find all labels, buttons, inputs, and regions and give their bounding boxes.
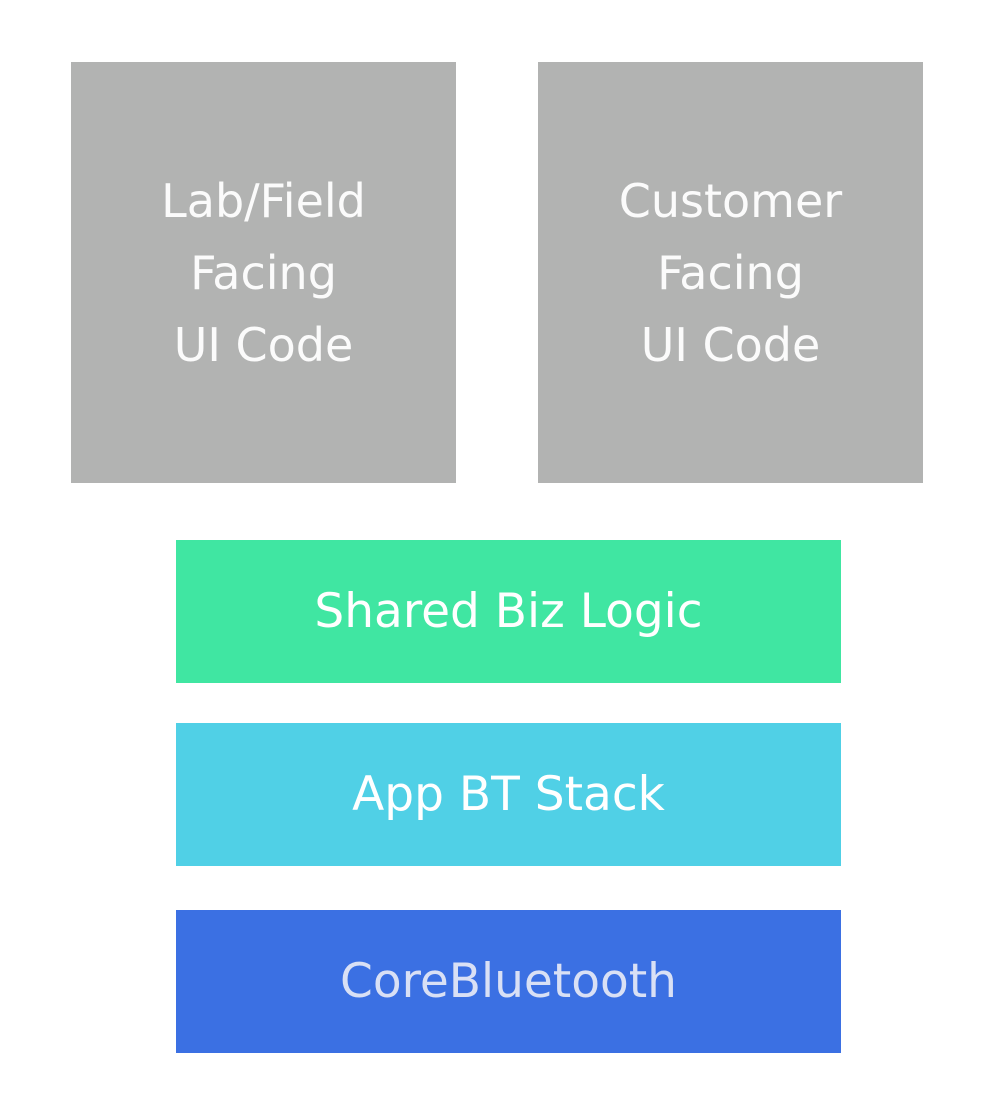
lab-field-line-2: Facing	[190, 245, 337, 300]
app-bt-stack-label: App BT Stack	[352, 767, 665, 822]
shared-biz-logic-layer: Shared Biz Logic	[176, 540, 841, 683]
corebluetooth-layer: CoreBluetooth	[176, 910, 841, 1053]
lab-field-line-1: Lab/Field	[161, 173, 366, 228]
corebluetooth-label: CoreBluetooth	[340, 954, 677, 1009]
customer-ui-code-block: Customer Facing UI Code	[538, 62, 923, 483]
customer-line-3: UI Code	[640, 317, 821, 372]
lab-field-line-3: UI Code	[173, 317, 354, 372]
customer-line-2: Facing	[657, 245, 804, 300]
shared-biz-logic-label: Shared Biz Logic	[314, 584, 703, 639]
lab-field-ui-code-block: Lab/Field Facing UI Code	[71, 62, 456, 483]
app-bt-stack-layer: App BT Stack	[176, 723, 841, 866]
customer-line-1: Customer	[618, 173, 843, 228]
